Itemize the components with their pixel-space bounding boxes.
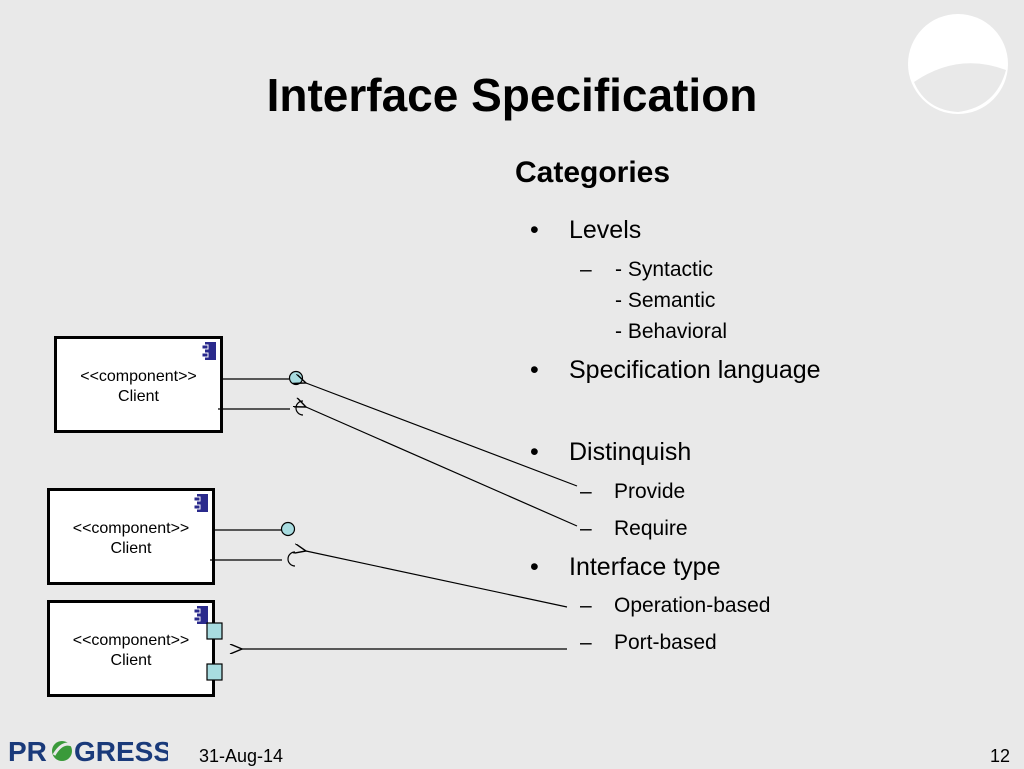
bullet-marker: • (530, 438, 539, 466)
component-name: Client (110, 652, 152, 669)
component-box-provide-require: <<component>> Client (54, 336, 223, 433)
svg-text:PR: PR (8, 736, 47, 767)
sub-bullet-marker: – (580, 480, 592, 503)
bullet-marker: • (530, 216, 539, 244)
component-box-port-based: <<component>> Client (47, 600, 215, 697)
svg-text:GRESS: GRESS (74, 736, 168, 767)
footer-page-number: 12 (990, 746, 1011, 766)
component-icon (194, 606, 208, 624)
port-icon (206, 663, 223, 681)
sub-bullet-marker: – (580, 631, 592, 654)
sub-bullet-text: - Syntactic (615, 258, 714, 281)
sub-bullet-text: Operation-based (614, 594, 771, 617)
slide-title: Interface Specification (266, 69, 758, 121)
sub-bullet-text: Require (614, 517, 688, 540)
arrow-operation-based (306, 551, 568, 608)
component-name: Client (118, 388, 159, 405)
bullet-marker: • (530, 553, 539, 581)
slide-subtitle: Categories (515, 156, 671, 189)
progress-logo: PR GRESS (8, 736, 168, 767)
bullet-marker: • (530, 356, 539, 384)
lollipop-icon (280, 521, 296, 537)
socket-icon (295, 400, 304, 416)
component-icon (202, 342, 216, 360)
corner-moon-logo-icon (908, 14, 1008, 114)
sub-bullet-text: Port-based (614, 631, 717, 654)
footer-date: 31-Aug-14 (199, 746, 284, 766)
component-name: Client (110, 540, 152, 557)
arrow-require (306, 407, 578, 527)
port-icon (206, 622, 223, 640)
component-stereotype: <<component>> (80, 368, 197, 385)
bullet-text: Specification language (569, 356, 821, 384)
component-icon (194, 494, 208, 512)
sub-bullet-marker: – (580, 594, 592, 617)
sub-bullet-marker: – (580, 258, 592, 281)
lollipop-icon (288, 370, 304, 386)
bullet-text: Interface type (569, 553, 721, 581)
arrow-provide (306, 383, 578, 487)
bullet-text: Levels (569, 216, 642, 244)
component-box-operation-based: <<component>> Client (47, 488, 215, 585)
socket-icon (287, 551, 296, 567)
component-stereotype: <<component>> (72, 632, 190, 649)
sub-bullet-text: Provide (614, 480, 686, 503)
component-stereotype: <<component>> (72, 520, 190, 537)
sub-bullet-text: - Behavioral (615, 320, 728, 343)
sub-bullet-text: - Semantic (615, 289, 716, 312)
sub-bullet-marker: – (580, 517, 592, 540)
bullet-text: Distinquish (569, 438, 692, 466)
